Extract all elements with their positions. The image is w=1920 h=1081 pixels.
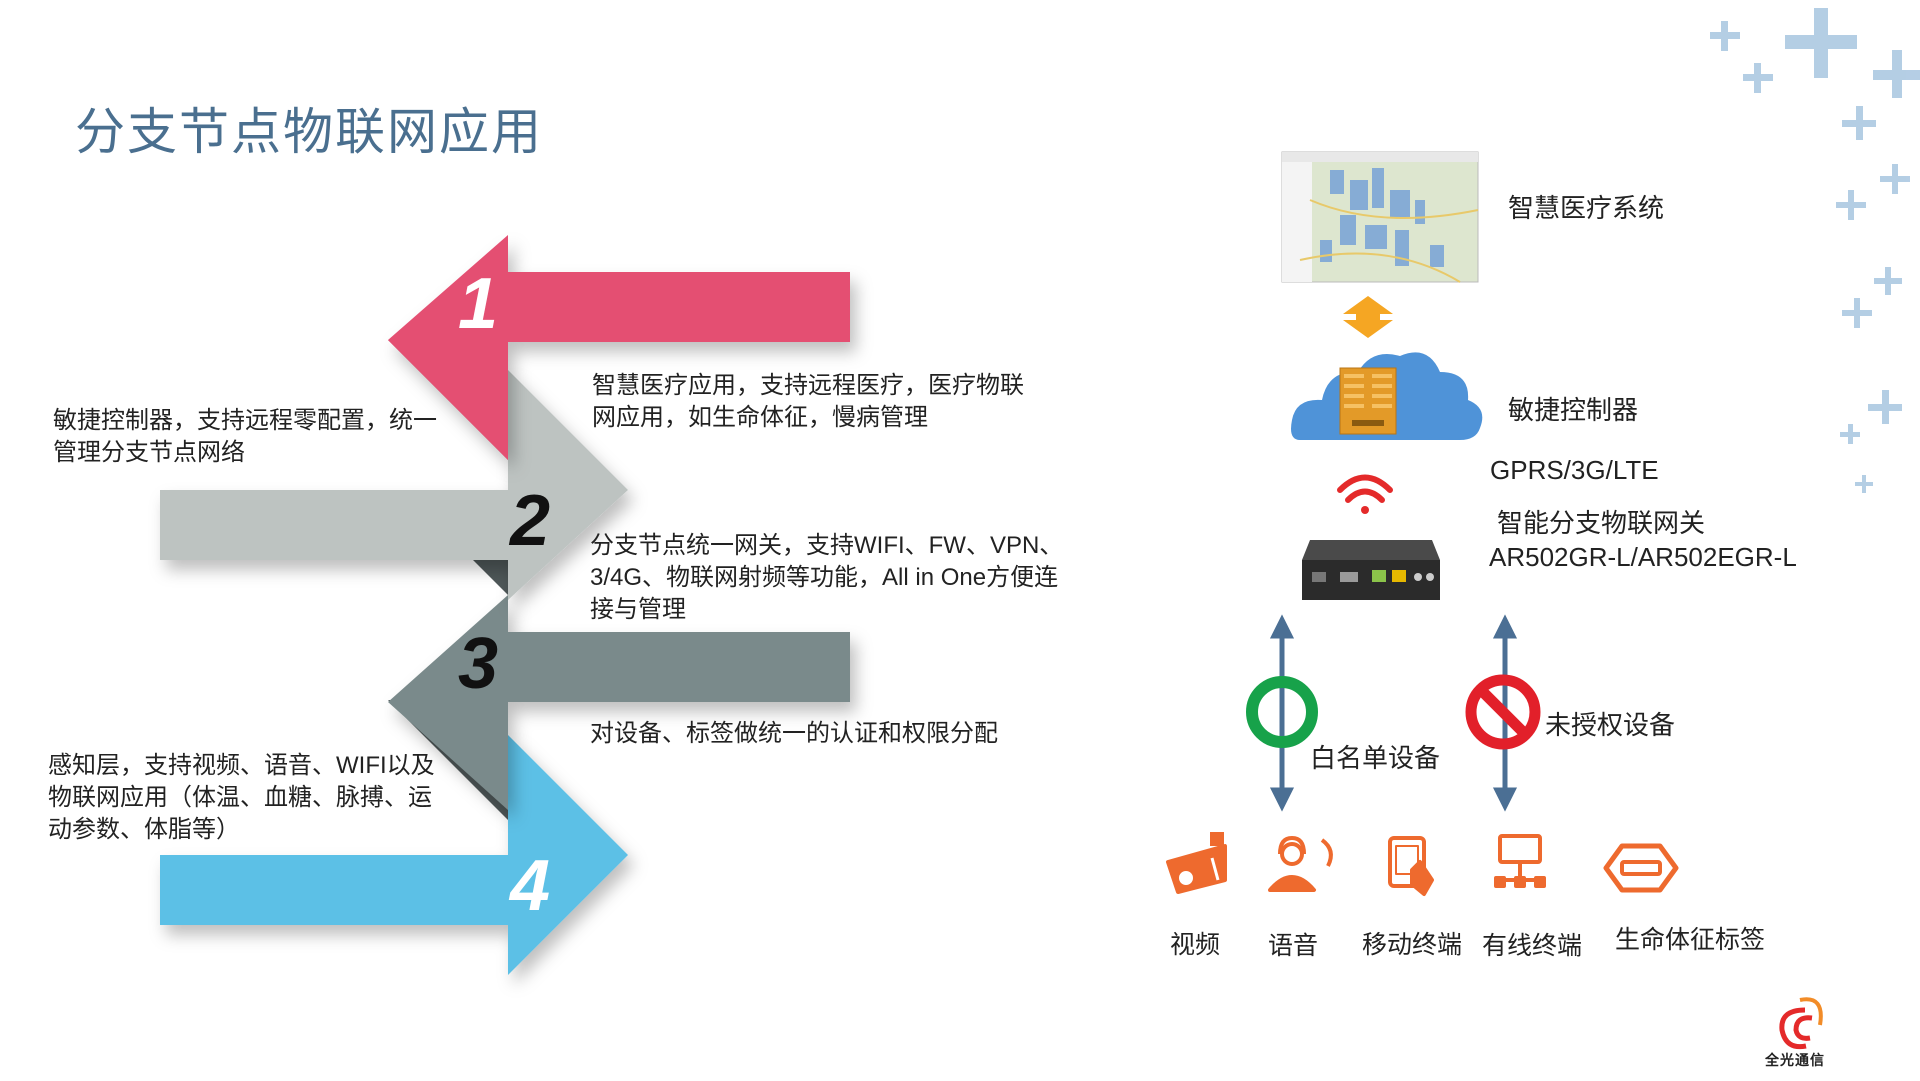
network-label: GPRS/3G/LTE (1490, 455, 1659, 485)
logo-text: 全光通信 (1765, 1052, 1825, 1068)
map-screenshot-image (1281, 151, 1479, 283)
arrow-3 (388, 595, 850, 810)
controller-label: 敏捷控制器 (1508, 395, 1639, 425)
gateway-label: 智能分支物联网关 (1497, 508, 1706, 538)
sync-arrow-icon (1343, 296, 1393, 338)
device-label-video: 视频 (1170, 931, 1221, 959)
camera-icon (1166, 832, 1227, 894)
arrow-2 (160, 370, 628, 600)
step-number-2: 2 (508, 481, 550, 561)
gateway-router-icon (1302, 540, 1440, 600)
headset-user-icon (1268, 836, 1333, 892)
wired-terminal-icon (1494, 834, 1546, 888)
cloud-controller-icon (1291, 352, 1483, 440)
step-4-text: 感知层，支持视频、语音、WIFI以及物联网应用（体温、血糖、脉搏、运动参数、体脂… (48, 752, 435, 843)
vital-sign-tag-icon (1603, 843, 1679, 893)
step-3-text: 对设备、标签做统一的认证和权限分配 (590, 720, 998, 747)
device-label-voice: 语音 (1268, 932, 1319, 960)
step-2-right-text: 分支节点统一网关，支持WIFI、FW、VPN、3/4G、物联网射频等功能，All… (590, 532, 1064, 623)
device-label-mobile: 移动终端 (1362, 931, 1463, 959)
step-2-left-text: 敏捷控制器，支持远程零配置，统一管理分支节点网络 (53, 407, 437, 466)
whitelist-label: 白名单设备 (1310, 743, 1441, 773)
step-number-4: 4 (508, 846, 550, 926)
device-label-vital: 生命体征标签 (1615, 926, 1766, 954)
fold-2-3 (468, 555, 508, 595)
allowed-ring-icon (1246, 676, 1318, 748)
system-label: 智慧医疗系统 (1508, 193, 1665, 223)
step-number-1: 1 (458, 264, 498, 344)
gateway-model-label: AR502GR-L/AR502EGR-L (1489, 542, 1797, 572)
arrow-4 (160, 735, 628, 975)
step-1-text: 智慧医疗应用，支持远程医疗，医疗物联网应用，如生命体征，慢病管理 (592, 372, 1024, 431)
page-title: 分支节点物联网应用 (75, 104, 543, 160)
wifi-icon (1337, 474, 1393, 514)
device-label-wired: 有线终端 (1482, 932, 1583, 960)
unauthorized-label: 未授权设备 (1545, 710, 1676, 740)
arrow-1 (388, 235, 850, 460)
step-number-3: 3 (458, 624, 498, 704)
tablet-touch-icon (1388, 836, 1434, 896)
prohibited-icon (1465, 674, 1541, 750)
